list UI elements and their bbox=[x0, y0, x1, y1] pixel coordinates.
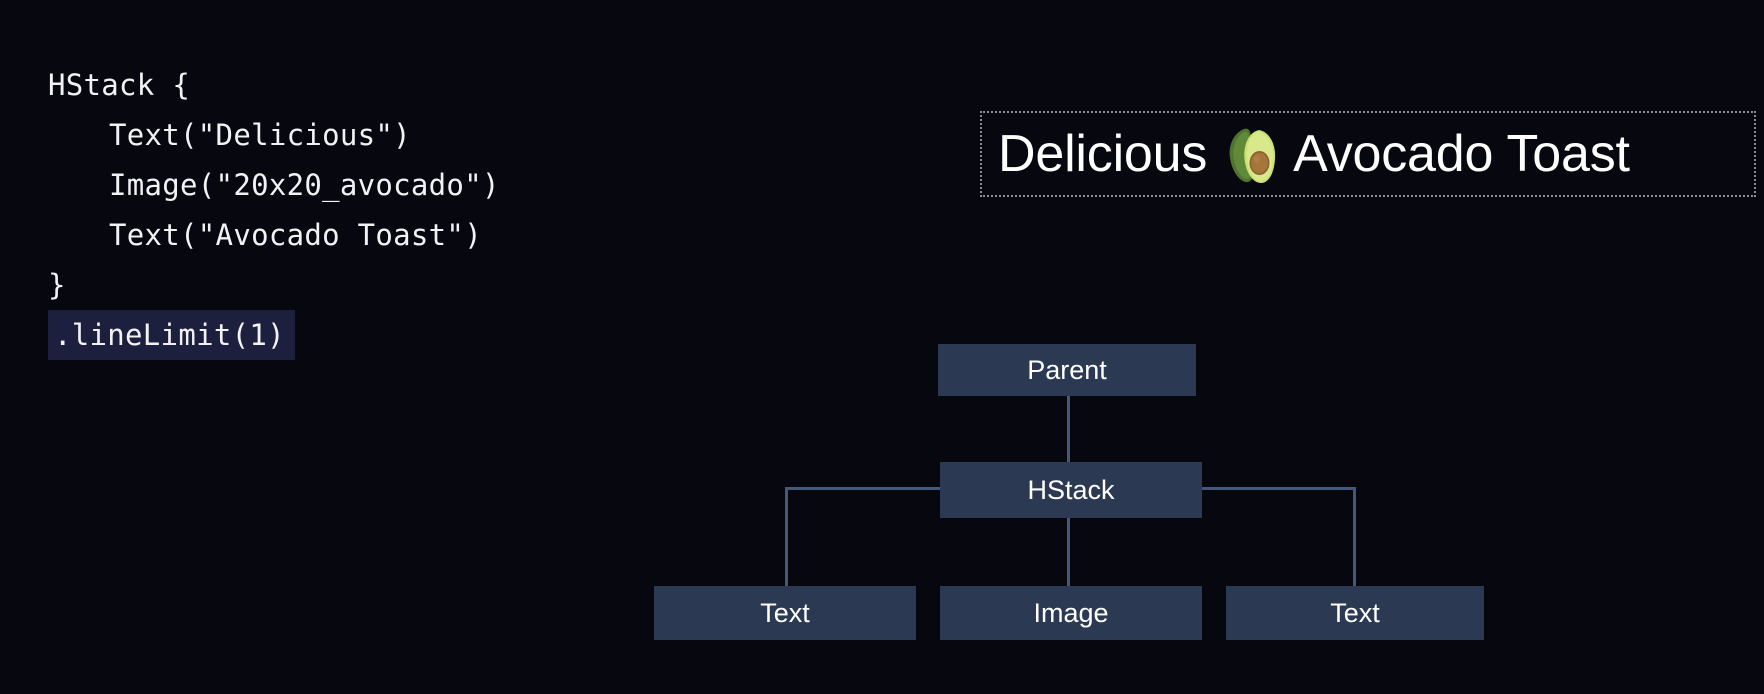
connector-drop-text-right bbox=[1353, 487, 1356, 586]
code-line-5-highlighted: .lineLimit(1) bbox=[48, 310, 295, 360]
code-line-2: Image("20x20_avocado") bbox=[109, 168, 500, 202]
connector-parent-hstack bbox=[1067, 396, 1070, 462]
rendered-preview-box: Delicious Avocado Toast bbox=[980, 111, 1756, 197]
tree-node-image[interactable]: Image bbox=[940, 586, 1202, 640]
connector-drop-image bbox=[1067, 518, 1070, 586]
avocado-icon bbox=[1221, 123, 1279, 185]
code-line-3: Text("Avocado Toast") bbox=[109, 218, 482, 252]
preview-content-row: Delicious Avocado Toast bbox=[982, 123, 1630, 185]
tree-node-parent[interactable]: Parent bbox=[938, 344, 1196, 396]
tree-node-text-right[interactable]: Text bbox=[1226, 586, 1484, 640]
connector-hstack-bus-left bbox=[785, 487, 942, 490]
tree-node-text-left[interactable]: Text bbox=[654, 586, 916, 640]
connector-drop-text-left bbox=[785, 487, 788, 586]
code-line-4: } bbox=[48, 268, 66, 302]
connector-hstack-bus-right bbox=[1202, 487, 1356, 490]
tree-node-hstack[interactable]: HStack bbox=[940, 462, 1202, 518]
code-line-0: HStack { bbox=[48, 68, 191, 102]
code-line-5-wrapper: .lineLimit(1) bbox=[48, 310, 688, 360]
code-line-1: Text("Delicious") bbox=[109, 118, 411, 152]
preview-leading-text: Delicious bbox=[998, 125, 1208, 183]
code-panel: HStack { Text("Delicious") Image("20x20_… bbox=[48, 60, 688, 360]
preview-trailing-text: Avocado Toast bbox=[1293, 125, 1630, 183]
